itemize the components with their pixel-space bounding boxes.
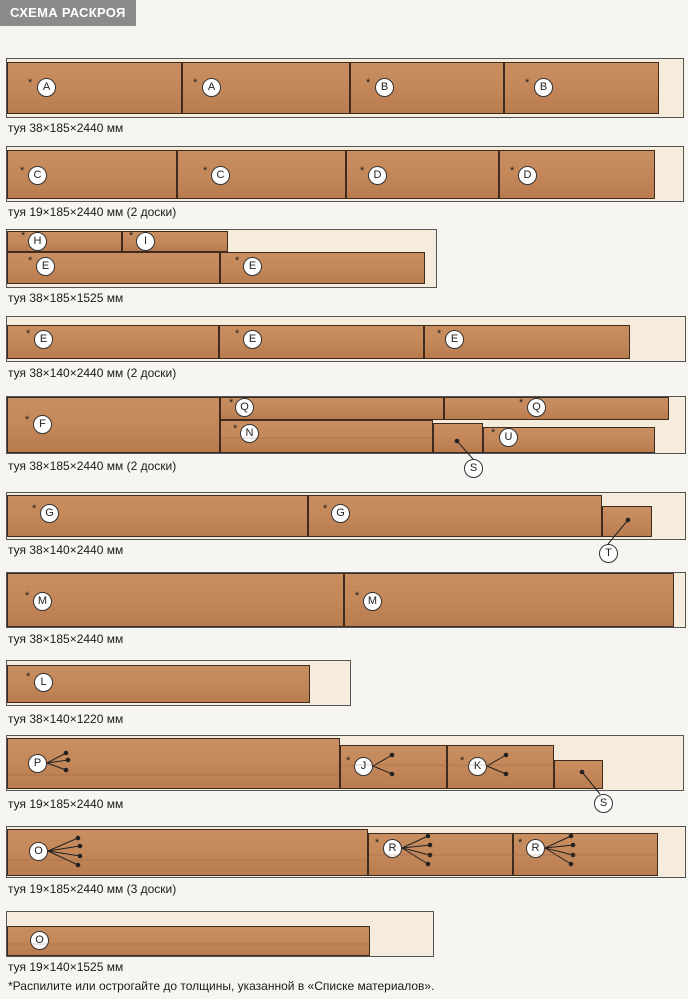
part-Q-1	[220, 397, 444, 420]
part-label-D: D	[368, 166, 387, 185]
board-caption: туя 38×140×2440 мм	[8, 543, 124, 557]
part-label-O: O	[30, 931, 49, 950]
part-label-K: K	[468, 757, 487, 776]
part-label-A: A	[37, 78, 56, 97]
part-label-P: P	[28, 754, 47, 773]
part-label-M: M	[33, 592, 52, 611]
part-G-2	[308, 495, 602, 537]
part-label-S: S	[464, 459, 483, 478]
part-A-1	[7, 62, 182, 114]
part-label-U: U	[499, 428, 518, 447]
board-caption: туя 19×185×2440 мм	[8, 797, 124, 811]
part-label-Q: Q	[527, 398, 546, 417]
part-label-Q: Q	[235, 398, 254, 417]
part-S-1	[433, 423, 483, 453]
part-label-O: O	[29, 842, 48, 861]
board-caption: туя 38×140×2440 мм (2 доски)	[8, 366, 177, 380]
part-B-2	[504, 62, 659, 114]
board-caption: туя 19×185×2440 мм (2 доски)	[8, 205, 177, 219]
part-label-E: E	[34, 330, 53, 349]
part-K	[447, 745, 554, 789]
part-label-R: R	[526, 839, 545, 858]
diagram-title: СХЕМА РАСКРОЯ	[0, 0, 136, 26]
part-label-C: C	[211, 166, 230, 185]
board-caption: туя 38×140×1220 мм	[8, 712, 124, 726]
board-caption: туя 38×185×2440 мм	[8, 632, 124, 646]
part-label-G: G	[40, 504, 59, 523]
part-label-F: F	[33, 415, 52, 434]
part-O-1	[7, 829, 368, 876]
part-label-E: E	[243, 257, 262, 276]
part-label-T: T	[599, 544, 618, 563]
part-label-I: I	[136, 232, 155, 251]
part-P	[7, 738, 340, 789]
part-label-B: B	[534, 78, 553, 97]
part-label-L: L	[34, 673, 53, 692]
part-label-G: G	[331, 504, 350, 523]
part-C-2	[177, 150, 346, 199]
part-M-2	[344, 573, 674, 627]
footnote: *Распилите или острогайте до толщины, ук…	[8, 979, 435, 993]
board-caption: туя 19×185×2440 мм (3 доски)	[8, 882, 177, 896]
part-label-E: E	[445, 330, 464, 349]
part-label-D: D	[518, 166, 537, 185]
part-L	[7, 665, 310, 703]
part-O-2	[7, 926, 370, 956]
part-label-J: J	[354, 757, 373, 776]
board-caption: туя 38×185×2440 мм	[8, 121, 124, 135]
part-label-B: B	[375, 78, 394, 97]
part-label-R: R	[383, 839, 402, 858]
board-caption: туя 19×140×1525 мм	[8, 960, 124, 974]
part-label-M: M	[363, 592, 382, 611]
part-label-A: A	[202, 78, 221, 97]
part-label-H: H	[28, 232, 47, 251]
part-Q-2	[444, 397, 669, 420]
part-S-2	[554, 760, 603, 789]
part-label-E: E	[243, 330, 262, 349]
part-label-C: C	[28, 166, 47, 185]
board-caption: туя 38×185×2440 мм (2 доски)	[8, 459, 177, 473]
part-label-S: S	[594, 794, 613, 813]
part-label-E: E	[36, 257, 55, 276]
part-M-1	[7, 573, 344, 627]
board-caption: туя 38×185×1525 мм	[8, 291, 124, 305]
